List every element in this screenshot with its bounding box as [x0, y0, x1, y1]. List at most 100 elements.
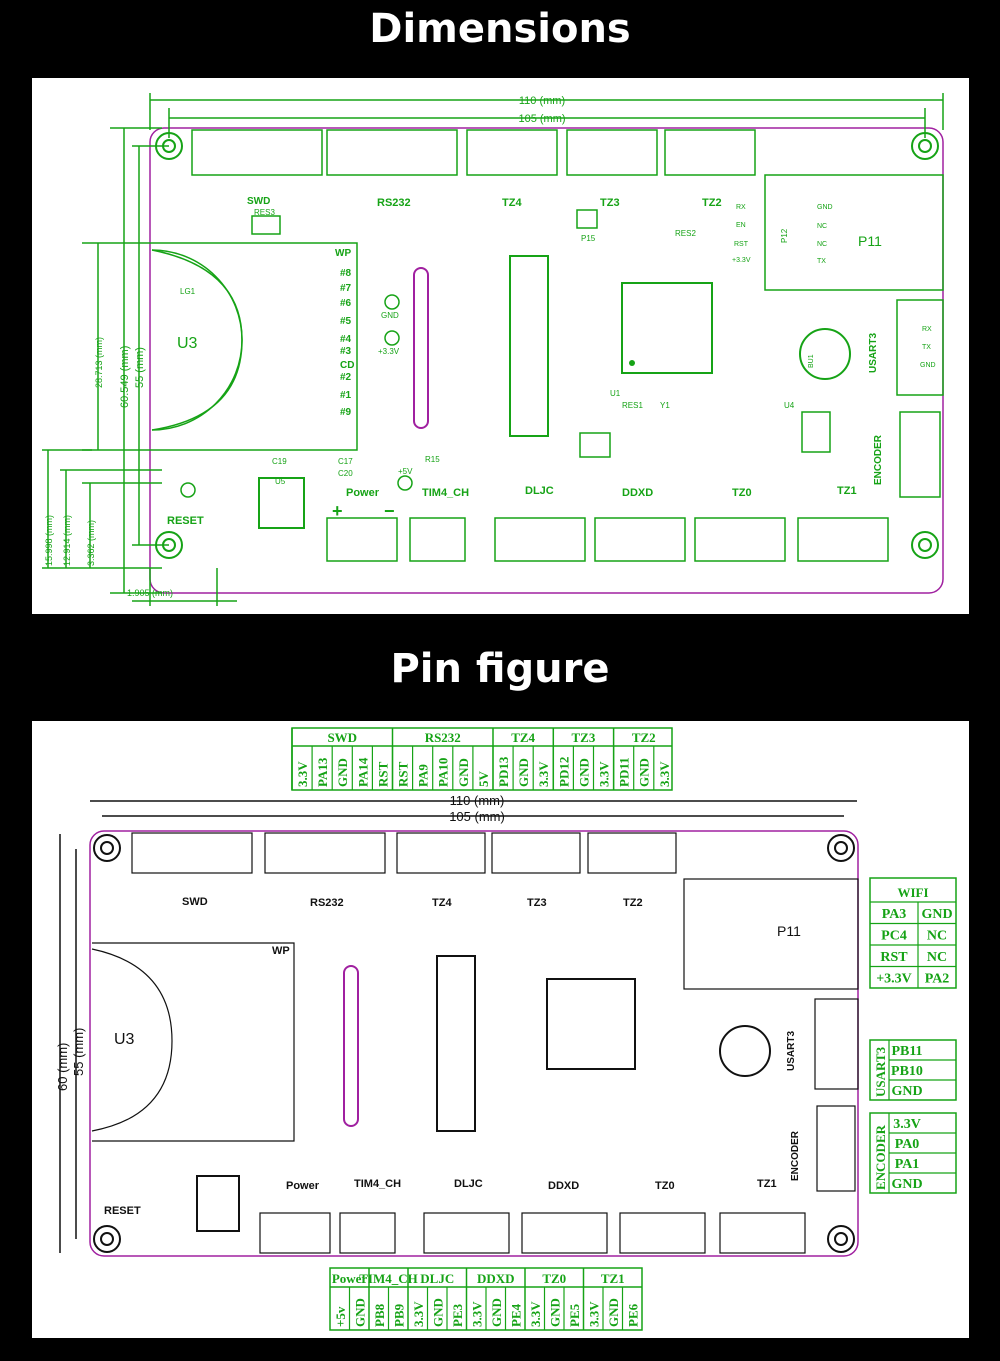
sd-pin-9: #9 — [340, 407, 352, 418]
lg1-label: LG1 — [180, 287, 196, 296]
dljc-label: DLJC — [525, 485, 554, 497]
top-pin-3-2: 3.3V — [597, 761, 612, 787]
usart3-pin-1: PB10 — [891, 1064, 923, 1079]
usart3-pin-0: PB11 — [891, 1044, 922, 1059]
pinfig-width-outer: 110 (mm) — [450, 793, 505, 808]
pinfig-left-dims — [59, 834, 77, 1253]
gnd-pad-label: GND — [381, 311, 399, 320]
svg-text:RS232: RS232 — [310, 897, 344, 909]
tz4-label: TZ4 — [502, 197, 522, 209]
usart3-header: USART3 — [873, 1046, 888, 1097]
top-pin-1-4: 5V — [476, 771, 491, 788]
top-pin-0-3: PA14 — [355, 757, 370, 787]
tz3-label: TZ3 — [600, 197, 620, 209]
top-table-header-0: SWD — [327, 730, 357, 745]
encoder-pin-1: PA0 — [895, 1137, 920, 1152]
bottom-pin-2-1: GND — [431, 1298, 446, 1327]
wifi-cell-2-1: NC — [927, 950, 947, 965]
svg-text:RST: RST — [734, 241, 749, 248]
svg-text:+3.3V: +3.3V — [732, 257, 751, 264]
c20-label: C20 — [338, 469, 353, 478]
top-pin-2-0: PD13 — [496, 756, 511, 787]
top-pin-0-0: 3.3V — [295, 761, 310, 787]
c17-label: C17 — [338, 457, 353, 466]
u5-chip — [258, 477, 305, 529]
top-pin-3-0: PD12 — [556, 757, 571, 787]
u1-label: U1 — [610, 389, 621, 398]
top-pin-2-1: GND — [516, 758, 531, 787]
reset-label: RESET — [167, 515, 204, 527]
svg-text:TZ4: TZ4 — [432, 897, 452, 909]
p15-chip — [576, 209, 598, 229]
u4-chip — [801, 411, 831, 453]
c19-label: C19 — [272, 457, 287, 466]
res2-label: RES2 — [675, 229, 696, 238]
rs232-label: RS232 — [377, 197, 411, 209]
top-pin-3-1: GND — [576, 758, 591, 787]
top-table-header-1: RS232 — [425, 730, 461, 745]
pinfig-tall-header — [436, 955, 476, 1132]
pinfig-usart3-label: USART3 — [786, 1031, 797, 1071]
sd-pin-labels: #8 #7 #6 #5 #4 #3 CD #2 #1 #9 — [340, 268, 354, 418]
svg-text:WP: WP — [272, 945, 290, 957]
bottom-pin-3-0: 3.3V — [470, 1301, 485, 1327]
svg-text:TX: TX — [922, 344, 931, 351]
top-pin-0-4: RST — [375, 761, 390, 787]
sd-pin-1: #1 — [340, 390, 352, 401]
top-pin-2-2: 3.3V — [536, 761, 551, 787]
sd-height-label: 28.713 (mm) — [94, 337, 104, 388]
pin-figure-panel: 110 (mm) 105 (mm) 60 (mm) 55 (mm) U3 — [32, 721, 969, 1338]
y1-label: Y1 — [660, 401, 670, 410]
u5-label: U5 — [275, 477, 286, 486]
top-pin-1-3: GND — [456, 758, 471, 787]
svg-text:DDXD: DDXD — [548, 1180, 579, 1192]
swd-label: SWD — [247, 196, 270, 207]
sd-pin-7: #7 — [340, 283, 352, 294]
svg-text:TZ0: TZ0 — [655, 1180, 675, 1192]
svg-text:TIM4_CH: TIM4_CH — [354, 1178, 401, 1190]
top-pin-0-1: PA13 — [315, 757, 330, 787]
top-table-header-3: TZ3 — [572, 730, 596, 745]
pin-figure-title: Pin figure — [390, 646, 610, 692]
encoder-header: ENCODER — [873, 1124, 888, 1190]
bottom-table-header-2: DLJC — [420, 1271, 454, 1286]
wifi-header: WIFI — [897, 885, 928, 900]
bottom-pin-3-2: PE4 — [509, 1303, 524, 1327]
slot-outline — [413, 267, 429, 429]
encoder-pin-2: PA1 — [895, 1157, 920, 1172]
svg-text:EN: EN — [736, 222, 746, 229]
left-c-label: 3.362 (mm) — [86, 520, 96, 566]
bottom-pin-1-1: PB9 — [392, 1303, 407, 1327]
left-dimension-lines — [42, 127, 237, 606]
bottom-pin-5-2: PE6 — [626, 1303, 641, 1327]
pinfig-u3-label: U3 — [114, 1031, 135, 1048]
bottom-pin-4-1: GND — [548, 1298, 563, 1327]
svg-text:Power: Power — [286, 1180, 320, 1192]
plus-sign: + — [332, 501, 343, 521]
bottom-pin-0-1: GND — [353, 1298, 368, 1327]
left-b-label: 12.914 (mm) — [62, 515, 72, 566]
pinfig-encoder-label: ENCODER — [790, 1130, 801, 1181]
sd-pin-8: #8 — [340, 268, 352, 279]
ddxd-label: DDXD — [622, 487, 653, 499]
top-table-header-2: TZ4 — [511, 730, 535, 745]
bottom-pin-4-2: PE5 — [567, 1303, 582, 1327]
usart3-label: USART3 — [868, 333, 879, 373]
bottom-table-header-3: DDXD — [477, 1271, 515, 1286]
bottom-pin-1-0: PB8 — [372, 1303, 387, 1327]
encoder-label: ENCODER — [873, 434, 884, 485]
mcu-u1 — [621, 282, 713, 374]
bottom-pin-5-0: 3.3V — [587, 1301, 602, 1327]
svg-text:TZ1: TZ1 — [757, 1178, 777, 1190]
top-pin-4-0: PD11 — [617, 757, 632, 787]
pinfig-width-inner: 105 (mm) — [449, 809, 505, 824]
pinfig-connectors — [131, 832, 859, 1254]
svg-text:TX: TX — [817, 258, 826, 265]
svg-text:DLJC: DLJC — [454, 1178, 483, 1190]
usart3-pin-labels: RX TX GND — [920, 326, 936, 369]
bu1-label: BU1 — [808, 354, 815, 368]
width-inner-label: 105 (mm) — [518, 113, 565, 125]
top-table-header-4: TZ2 — [632, 730, 656, 745]
bottom-table-header-1: TIM4_CH — [359, 1271, 418, 1286]
svg-text:RESET: RESET — [104, 1205, 141, 1217]
